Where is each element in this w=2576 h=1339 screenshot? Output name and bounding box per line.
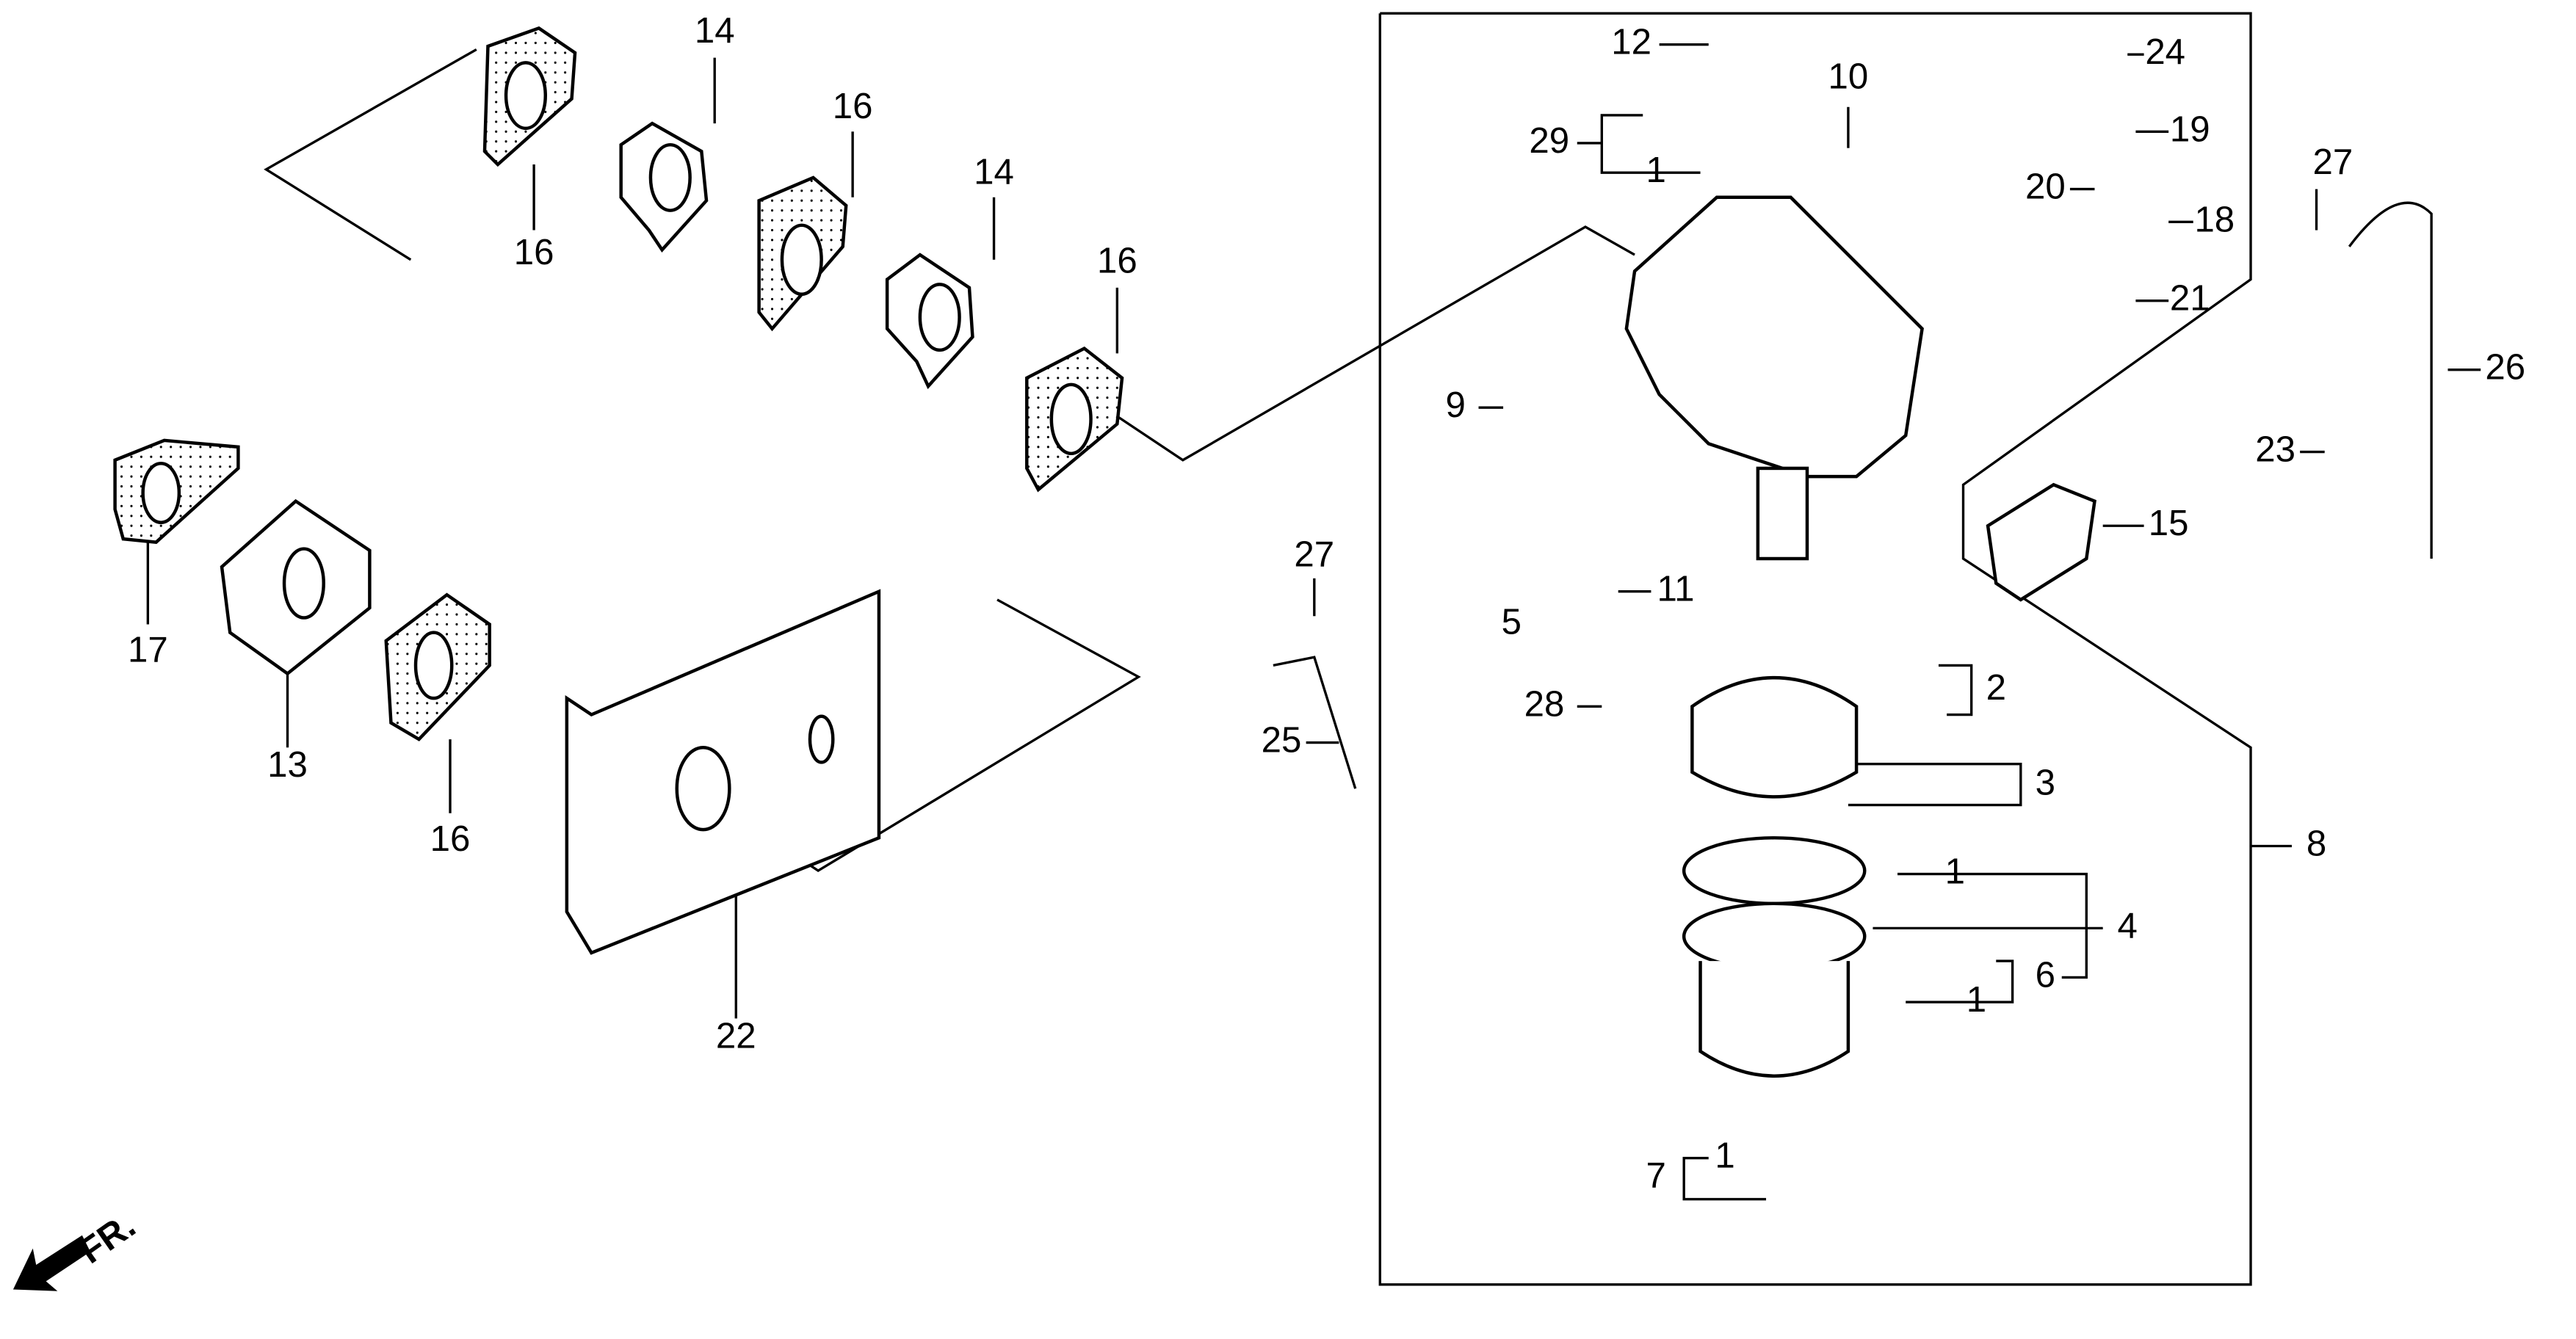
callout-27: 27 (1294, 534, 1334, 575)
insulator-14-b[interactable] (885, 253, 974, 390)
callout-24: 24 (2145, 32, 2185, 72)
callout-16: 16 (430, 819, 471, 859)
callout-17: 17 (128, 630, 168, 670)
carburetor-body[interactable] (1624, 195, 1924, 561)
callout-14: 14 (695, 10, 735, 51)
insulator-14-a[interactable] (619, 121, 709, 253)
front-direction-indicator: FR. (12, 1205, 142, 1291)
tube-26[interactable] (2348, 201, 2433, 559)
callout-11: 11 (1657, 569, 1694, 609)
callout-14: 14 (974, 151, 1014, 192)
callout-7: 7 (1646, 1155, 1665, 1195)
callout-10: 10 (1828, 57, 1869, 97)
callout-1: 1 (1646, 150, 1665, 190)
callout-2: 2 (1986, 667, 2006, 708)
assembly-frame-8 (1378, 12, 2252, 1286)
callout-6: 6 (2036, 954, 2055, 995)
callout-21: 21 (2170, 278, 2210, 319)
callout-leaders (146, 43, 2481, 1201)
insulator-13[interactable] (220, 498, 372, 676)
callout-18: 18 (2194, 199, 2235, 239)
callout-19: 19 (2170, 109, 2210, 149)
callout-28: 28 (1524, 683, 1565, 724)
float-bowl[interactable] (1682, 836, 1867, 1078)
callout-22: 22 (716, 1015, 756, 1056)
gasket-16-d[interactable] (384, 592, 491, 741)
tube-25[interactable] (1273, 656, 1357, 789)
callout-13: 13 (267, 744, 308, 785)
callout-23: 23 (2255, 429, 2295, 470)
callout-5: 5 (1502, 601, 1522, 642)
callout-12: 12 (1611, 22, 1651, 62)
gasket-16-c[interactable] (1025, 346, 1124, 493)
callout-26: 26 (2485, 347, 2525, 388)
gasket-16-b[interactable] (757, 175, 848, 332)
gasket-16-a[interactable] (482, 26, 577, 167)
leader-line (264, 48, 477, 261)
heat-shield-22[interactable] (565, 589, 881, 955)
gasket-15[interactable] (1986, 482, 2096, 602)
svg-text:FR.: FR. (72, 1205, 142, 1271)
gasket-17[interactable] (113, 438, 240, 544)
callout-3: 3 (2036, 763, 2055, 803)
callout-8: 8 (2307, 824, 2326, 864)
float[interactable] (1690, 676, 1859, 799)
callout-25: 25 (1262, 720, 1302, 761)
leader-line (1103, 225, 1635, 462)
callout-20: 20 (2025, 167, 2066, 207)
callout-29: 29 (1529, 120, 1569, 161)
callout-27: 27 (2313, 142, 2354, 182)
callout-1: 1 (1945, 852, 1965, 892)
callout-1: 1 (1967, 979, 1986, 1020)
callout-4: 4 (2118, 905, 2138, 946)
callout-16: 16 (833, 86, 873, 126)
callout-9: 9 (1446, 385, 1466, 425)
callout-1: 1 (1715, 1136, 1734, 1176)
callout-15: 15 (2149, 503, 2189, 543)
callout-16: 16 (1097, 240, 1137, 280)
callout-16: 16 (514, 232, 554, 272)
